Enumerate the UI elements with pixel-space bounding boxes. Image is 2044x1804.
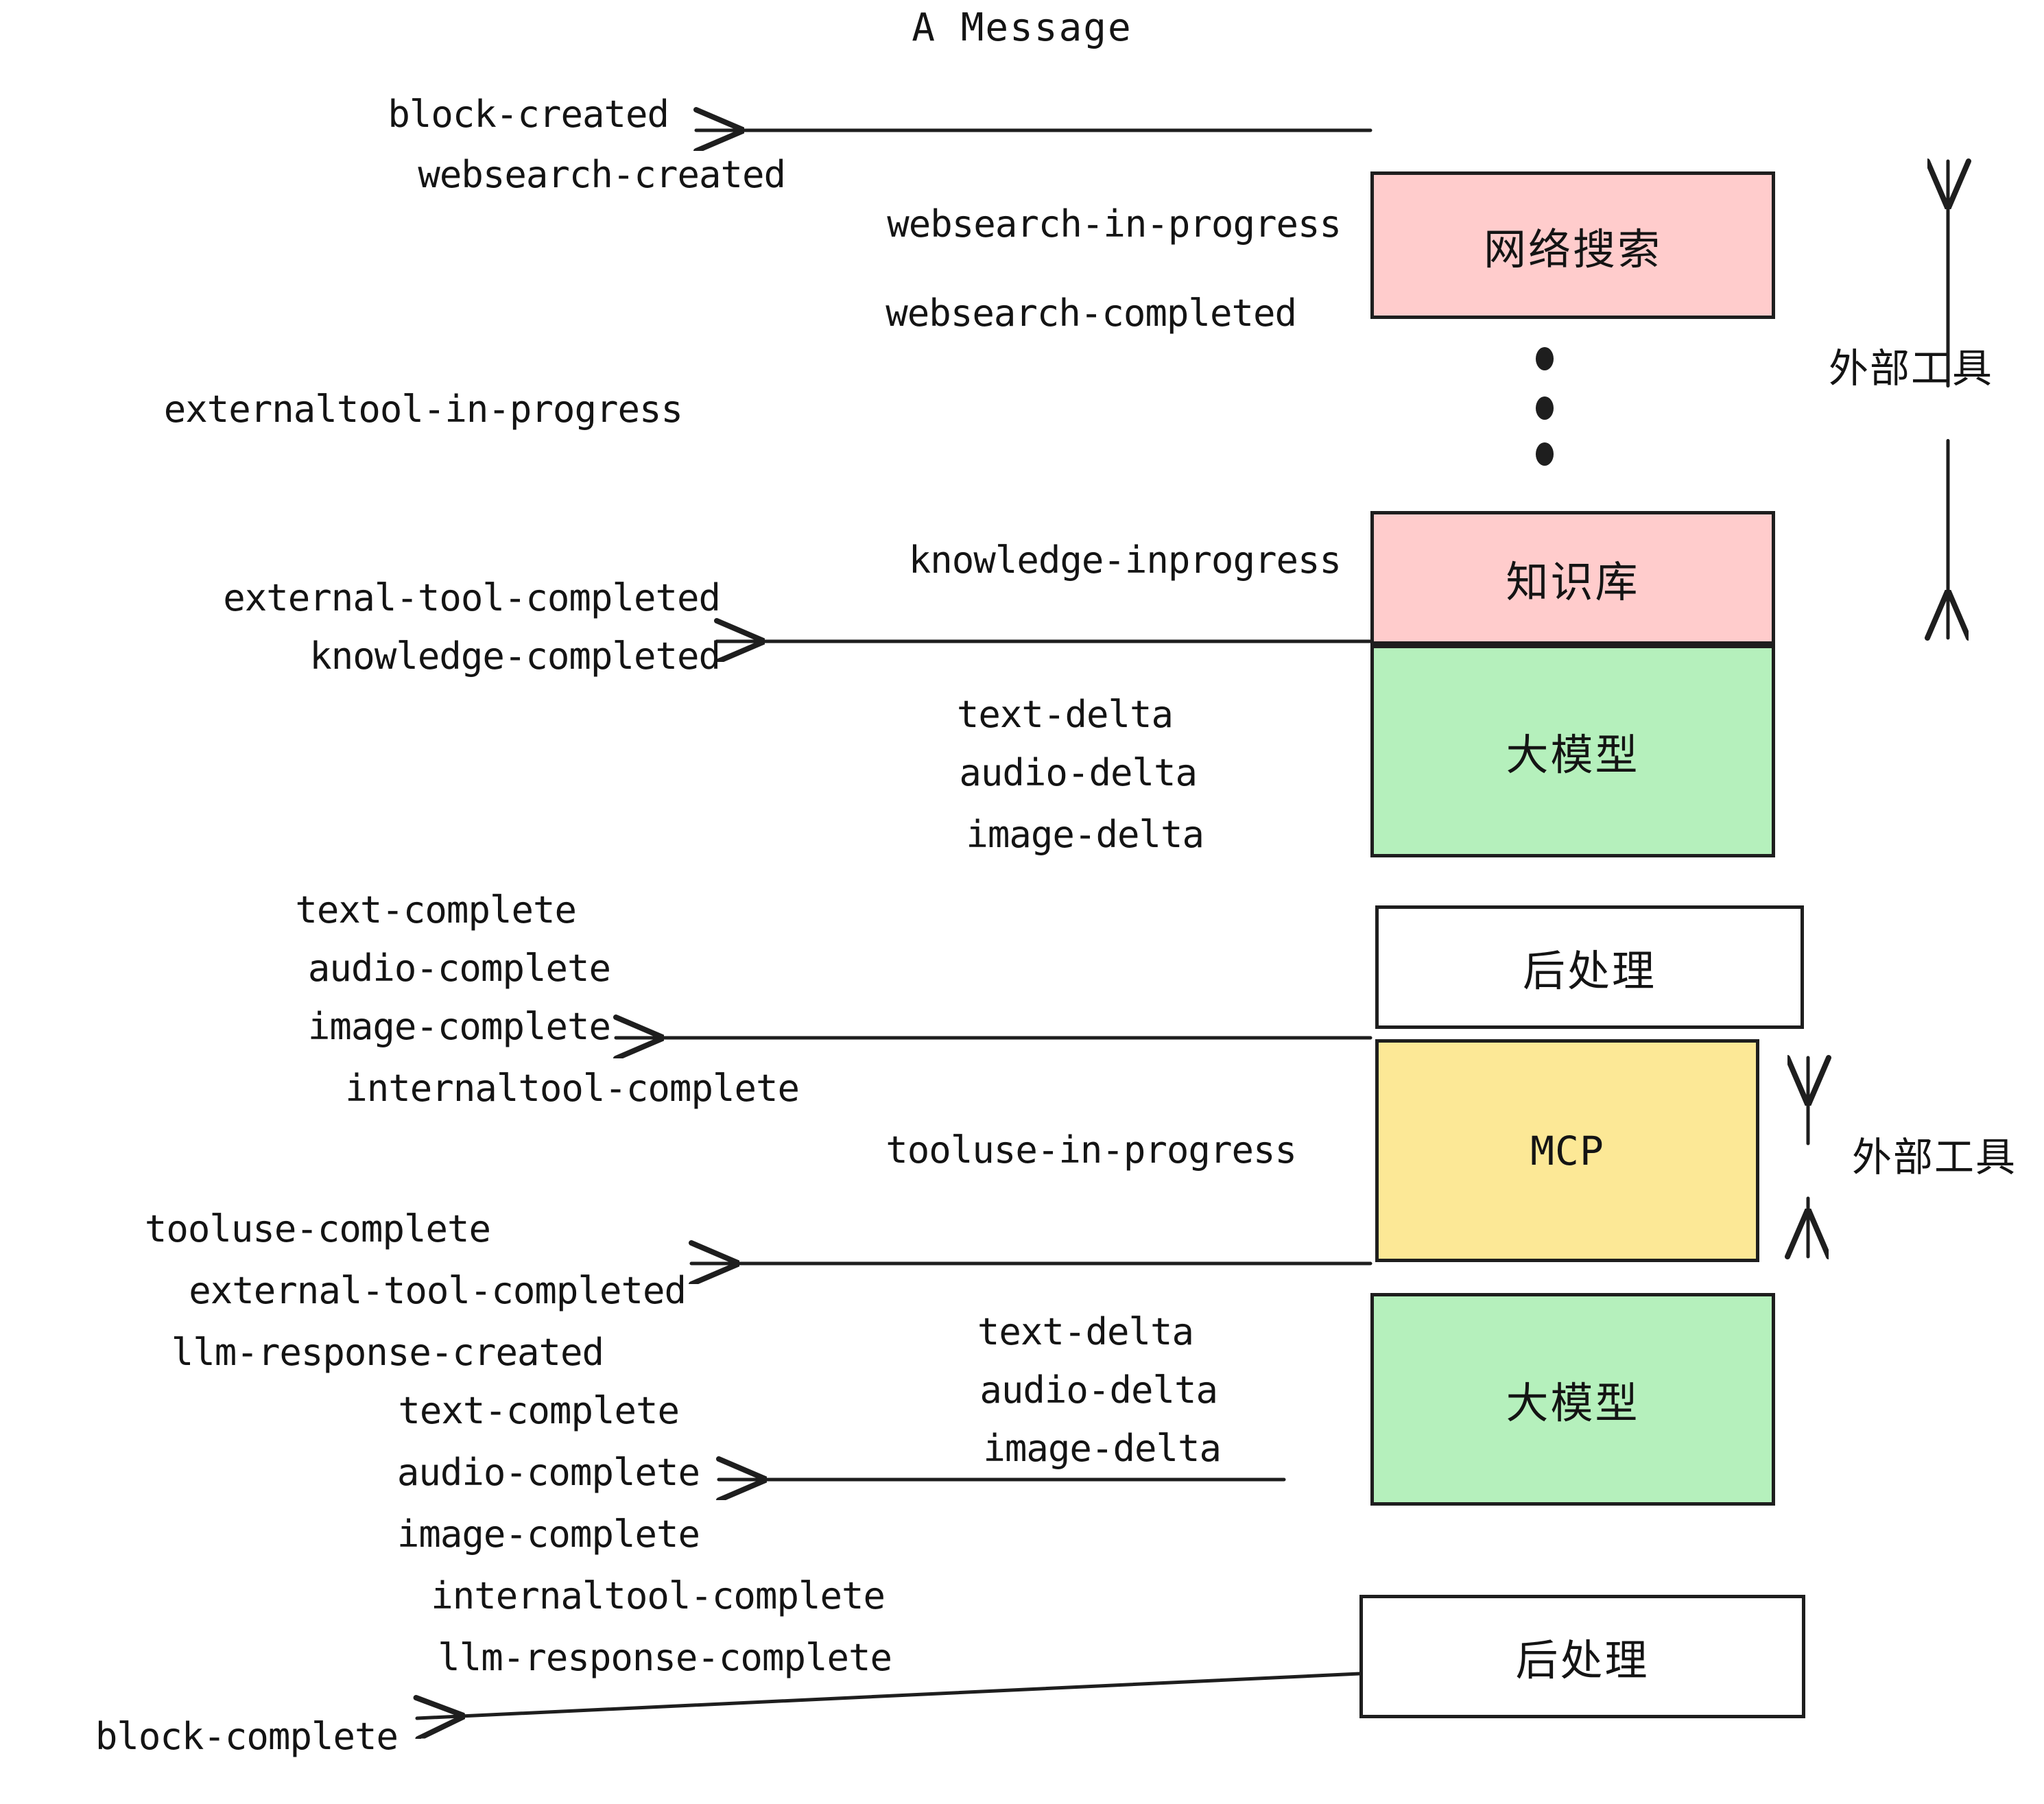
event-label-text-complete-1: text-complete bbox=[295, 888, 577, 931]
event-label-image-delta-2: image-delta bbox=[983, 1427, 1222, 1470]
event-label-text-delta-1: text-delta bbox=[956, 693, 1174, 736]
node-box-label: 后处理 bbox=[1515, 1635, 1650, 1685]
event-label-image-delta-1: image-delta bbox=[966, 813, 1204, 856]
event-label-external-tool-completed-2: external-tool-completed bbox=[189, 1269, 687, 1312]
node-box-label: 后处理 bbox=[1522, 946, 1656, 996]
event-label-knowledge-completed: knowledge-completed bbox=[309, 634, 721, 678]
ellipsis-dot bbox=[1536, 347, 1554, 370]
event-label-audio-delta-2: audio-delta bbox=[979, 1368, 1218, 1412]
event-label-internaltool-complete-1: internaltool-complete bbox=[345, 1067, 800, 1110]
node-box-llm-bottom: 大模型 bbox=[1370, 1293, 1775, 1506]
event-label-llm-response-complete: llm-response-complete bbox=[438, 1636, 892, 1679]
node-box-knowledge: 知识库 bbox=[1370, 511, 1775, 645]
node-box-mcp: MCP bbox=[1375, 1039, 1759, 1262]
event-label-websearch-in-progress: websearch-in-progress bbox=[887, 202, 1342, 246]
node-box-websearch: 网络搜索 bbox=[1370, 171, 1775, 319]
node-box-llm-top: 大模型 bbox=[1370, 645, 1775, 857]
event-label-audio-delta-1: audio-delta bbox=[959, 751, 1198, 794]
event-label-text-complete-2: text-complete bbox=[398, 1389, 680, 1432]
side-label-external-tools-top: 外部工具 bbox=[1829, 345, 1994, 392]
event-label-image-complete-1: image-complete bbox=[307, 1005, 611, 1048]
node-box-label: MCP bbox=[1530, 1127, 1604, 1174]
node-box-postprocess-top: 后处理 bbox=[1375, 905, 1804, 1029]
event-label-external-tool-completed-1: external-tool-completed bbox=[223, 576, 721, 619]
event-label-internaltool-complete-2: internaltool-complete bbox=[431, 1574, 886, 1617]
arrow-block-complete-arrow bbox=[417, 1672, 1362, 1718]
page-title: A Message bbox=[912, 5, 1132, 50]
node-box-label: 大模型 bbox=[1506, 730, 1640, 780]
event-label-knowledge-inprogress: knowledge-inprogress bbox=[908, 538, 1342, 582]
event-label-image-complete-2: image-complete bbox=[396, 1512, 700, 1556]
event-label-audio-complete-1: audio-complete bbox=[307, 947, 611, 990]
event-label-text-delta-2: text-delta bbox=[977, 1310, 1194, 1353]
ellipsis-dot bbox=[1536, 442, 1554, 466]
event-label-websearch-created: websearch-created bbox=[418, 153, 786, 196]
event-label-block-created: block-created bbox=[388, 93, 669, 136]
side-label-external-tools-bottom: 外部工具 bbox=[1852, 1134, 2017, 1180]
node-box-label: 大模型 bbox=[1506, 1378, 1640, 1428]
ellipsis-dot bbox=[1536, 396, 1554, 420]
event-label-audio-complete-2: audio-complete bbox=[396, 1451, 700, 1494]
node-box-label: 知识库 bbox=[1506, 556, 1640, 607]
event-label-block-complete: block-complete bbox=[95, 1715, 399, 1758]
event-label-tooluse-complete: tooluse-complete bbox=[144, 1207, 491, 1250]
event-label-externaltool-in-progress: externaltool-in-progress bbox=[163, 388, 683, 431]
node-box-postprocess-bottom: 后处理 bbox=[1359, 1595, 1805, 1718]
event-label-tooluse-in-progress: tooluse-in-progress bbox=[886, 1128, 1297, 1172]
event-label-websearch-completed: websearch-completed bbox=[886, 292, 1297, 335]
node-box-label: 网络搜索 bbox=[1483, 224, 1662, 274]
event-label-llm-response-created: llm-response-created bbox=[171, 1331, 604, 1374]
